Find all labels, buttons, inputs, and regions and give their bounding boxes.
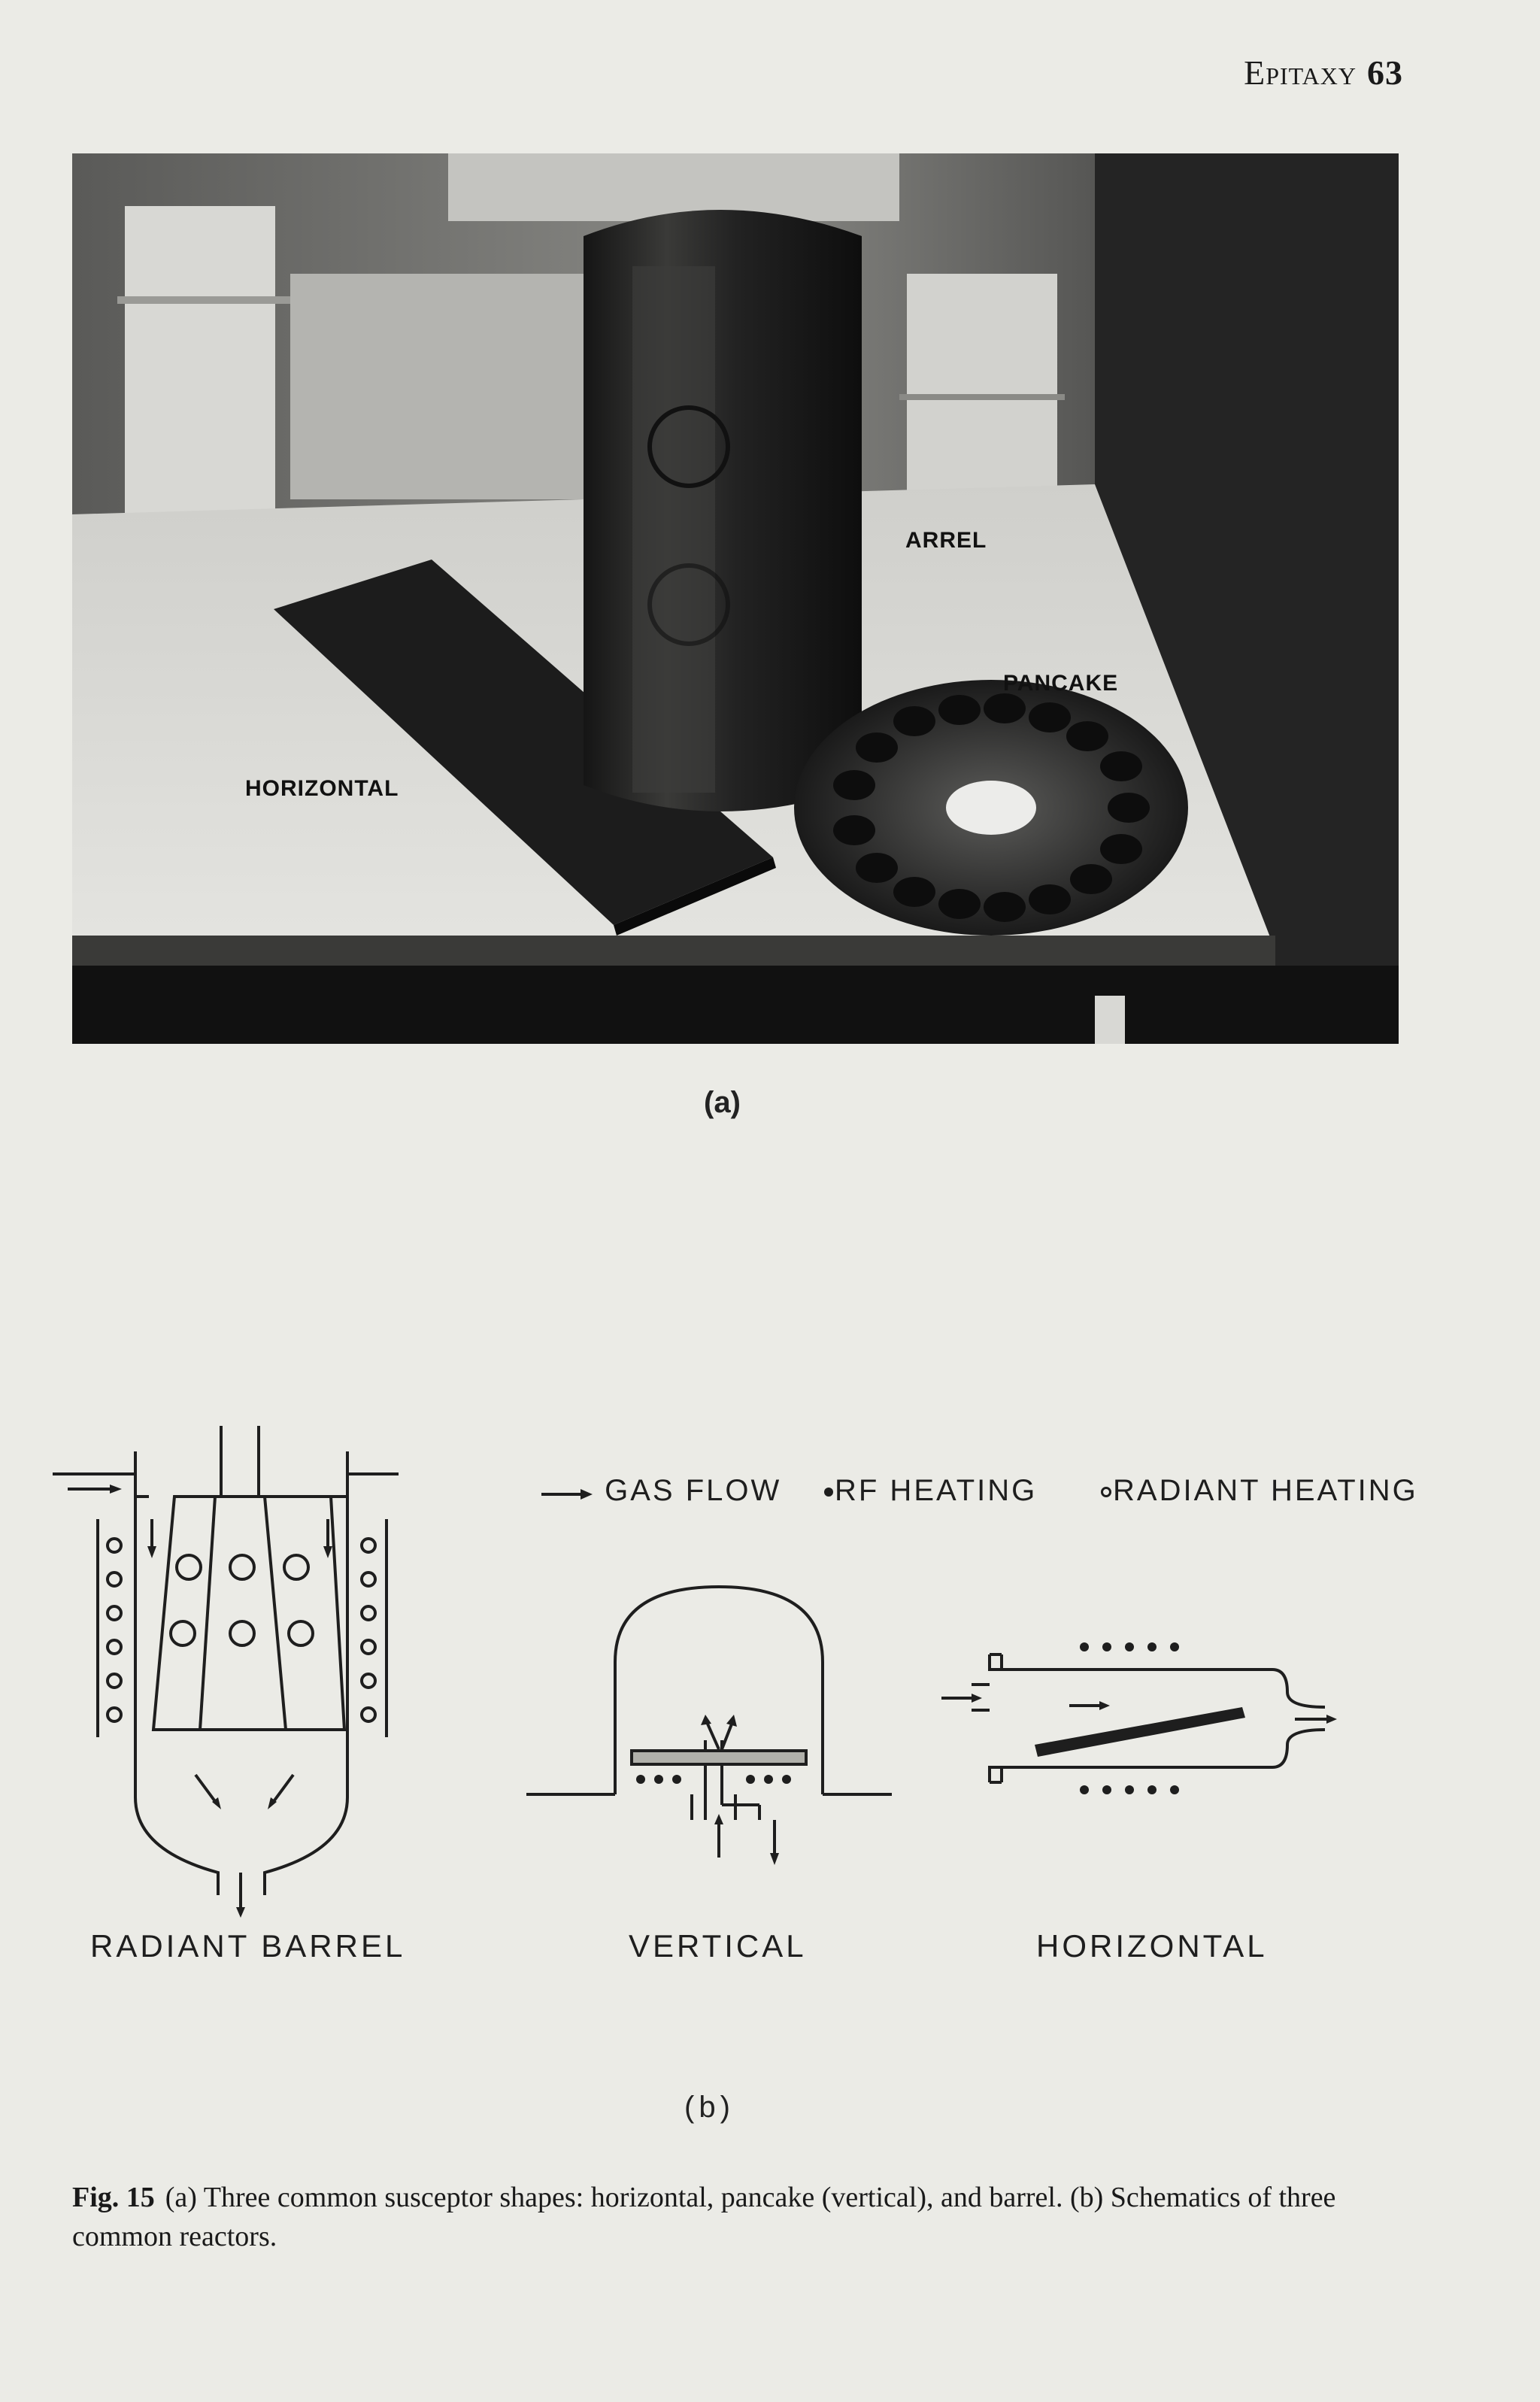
legend-gas-flow: GAS FLOW [541, 1474, 781, 1509]
photo-label-pancake: PANCAKE [1003, 671, 1119, 696]
photo-label-barrel: ARREL [905, 528, 987, 553]
radiant-heating-circle-icon [1101, 1487, 1111, 1498]
susceptor-photo-drawing [72, 153, 1399, 1044]
radiant-barrel-schematic [53, 1426, 399, 1918]
susceptor-photo: ARREL PANCAKE HORIZONTAL [72, 153, 1399, 1044]
running-head: Epitaxy 63 [1244, 53, 1403, 93]
vertical-reactor-schematic [526, 1585, 892, 1865]
reactor-label-vertical: VERTICAL [629, 1928, 807, 1964]
horizontal-reactor-schematic [941, 1642, 1337, 1794]
running-head-title: Epitaxy [1244, 53, 1357, 92]
gas-flow-arrow-icon [541, 1475, 594, 1509]
figure-label: Fig. 15 [72, 2182, 155, 2213]
caption-text: (a) Three common susceptor shapes: horiz… [72, 2182, 1336, 2252]
reactor-label-horizontal: HORIZONTAL [1036, 1928, 1268, 1964]
subfigure-label-a: (a) [704, 1086, 741, 1119]
rf-heating-dot-icon [824, 1488, 833, 1497]
figure-caption: Fig. 15(a) Three common susceptor shapes… [72, 2178, 1418, 2256]
legend-rf-heating: RF HEATING [824, 1474, 1037, 1508]
reactor-label-radiant-barrel: RADIANT BARREL [90, 1928, 406, 1964]
legend-radiant-heating-label: RADIANT HEATING [1113, 1474, 1418, 1507]
subfigure-label-b: (b) [684, 2091, 735, 2124]
legend-radiant-heating: RADIANT HEATING [1101, 1474, 1418, 1508]
legend-rf-heating-label: RF HEATING [835, 1474, 1038, 1507]
legend-gas-flow-label: GAS FLOW [605, 1474, 782, 1507]
photo-label-horizontal: HORIZONTAL [245, 776, 399, 801]
page-number: 63 [1367, 53, 1403, 92]
